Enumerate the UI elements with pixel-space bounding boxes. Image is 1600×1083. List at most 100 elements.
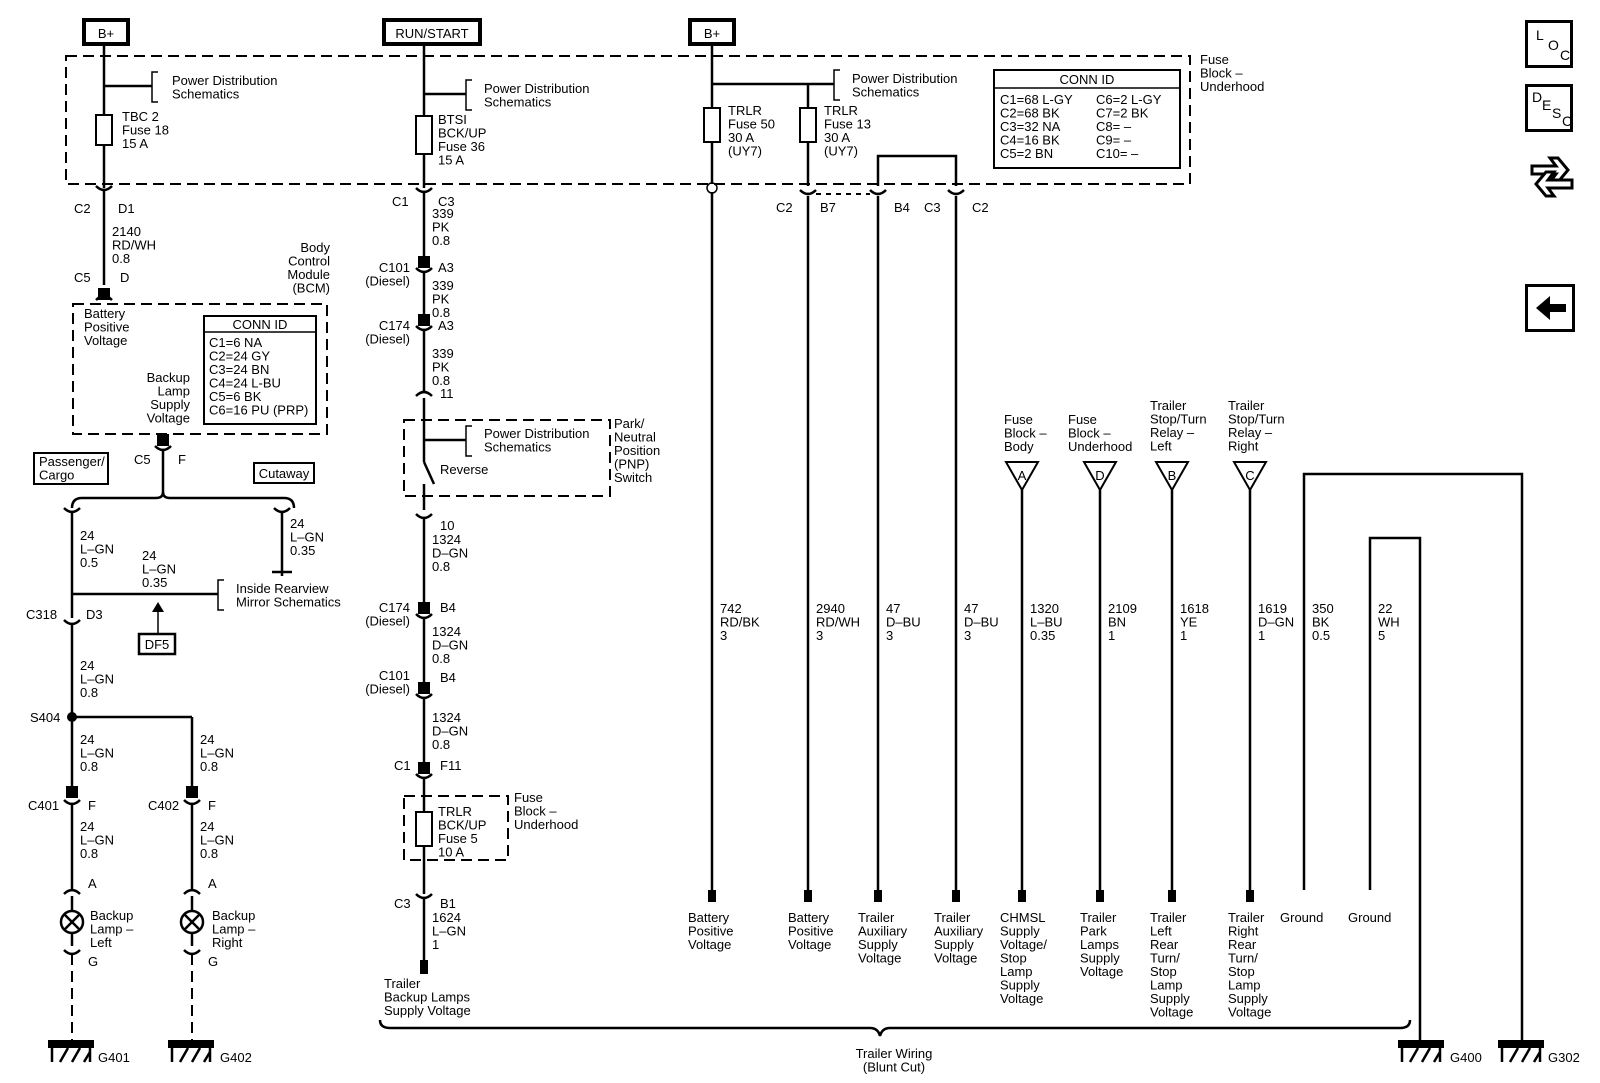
bcm-outline [72,303,328,435]
wire-end-9: Ground [1280,910,1323,925]
svg-text:B4: B4 [894,200,910,215]
conn-c2-right: C2 [776,200,793,215]
trailer-wiring-bracket [378,1019,1412,1037]
conn-c402: C402 [148,798,179,813]
fuse-block-trlr-outline [403,795,509,861]
source-triangle-b [1154,461,1190,493]
run-start-header: RUN/START [382,18,482,46]
svg-text:Passenger/Cargo: Passenger/Cargo [39,454,105,483]
svg-text:G: G [208,954,218,969]
source-letter-d: D [1095,468,1104,483]
conn-c101-b: C101(Diesel) [365,668,410,697]
svg-text:F: F [208,798,216,813]
fuse-tbc2 [95,114,113,146]
loc-button[interactable]: L O C [1525,20,1573,68]
reverse-switch-contact [422,461,436,485]
df5-ref[interactable] [137,632,177,656]
pin-f: F [178,452,186,467]
svg-text:10: 10 [440,518,454,533]
svg-text:CONN ID: CONN ID [233,317,288,332]
conn-c2: C2 [74,201,91,216]
svg-text:B4: B4 [440,600,456,615]
wire-end-10: Ground [1348,910,1391,925]
svg-text:A: A [88,876,97,891]
fuse-trlr13 [799,107,817,143]
svg-text:A3: A3 [438,260,454,275]
b-plus-left-header: B+ [82,18,130,46]
conn-c5-bottom: C5 [134,452,151,467]
source-letter-c: C [1245,468,1254,483]
conn-c5: C5 [74,270,91,285]
svg-text:Cutaway: Cutaway [259,466,310,481]
backup-lamp-right [179,909,205,935]
conn-c318: C318 [26,607,57,622]
svg-text:A: A [208,876,217,891]
connector-swap-icon[interactable] [1528,148,1576,204]
svg-text:B+: B+ [98,26,114,41]
pin-c3: C3 [438,194,455,209]
desc-button[interactable]: D E S C [1525,84,1573,132]
left-arrow-icon [1536,296,1566,320]
pin-d3: D3 [86,607,103,622]
pin-d: D [120,270,129,285]
back-arrow-button[interactable] [1525,284,1575,332]
svg-text:B1: B1 [440,896,456,911]
bcm-conn-id-box [203,315,317,425]
svg-text:RUN/START: RUN/START [395,26,468,41]
pin-d1: D1 [118,201,135,216]
fuse-trlr5 [415,811,433,847]
svg-text:CONN ID: CONN ID [1060,72,1115,87]
svg-text:G: G [88,954,98,969]
svg-text:C3: C3 [924,200,941,215]
conn-c1: C1 [392,194,409,209]
svg-text:B+: B+ [704,26,720,41]
source-triangle-c [1232,461,1268,493]
ground-g401 [48,1040,94,1063]
cutaway-tag [253,462,315,484]
reverse-label: Reverse [440,462,488,477]
svg-text:B7: B7 [820,200,836,215]
ground-g400-label: G400 [1450,1050,1482,1065]
fuse-block-outline [65,55,1191,185]
svg-text:11: 11 [440,386,454,401]
